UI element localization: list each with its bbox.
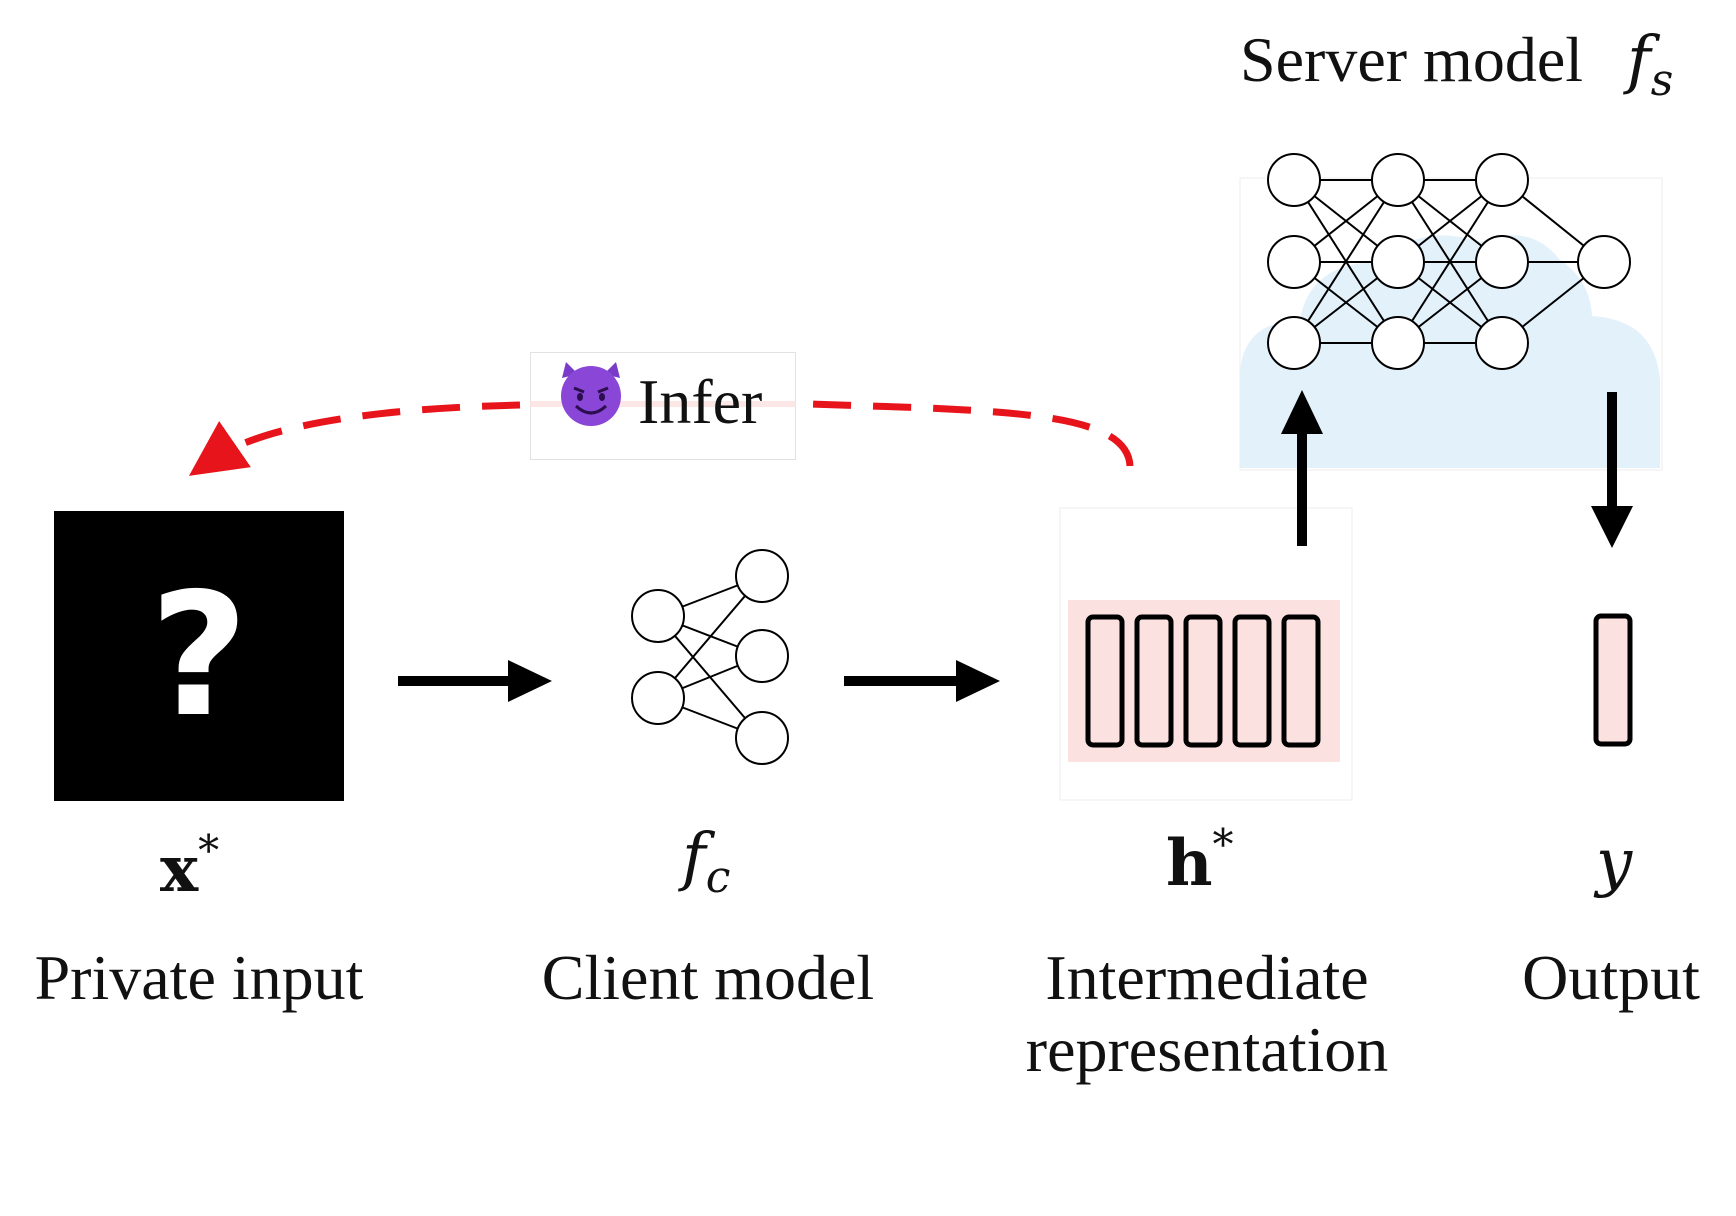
server-model-symbol: fs bbox=[1627, 23, 1674, 106]
arrow-up-icon bbox=[1281, 390, 1323, 546]
question-mark-icon: ? bbox=[149, 557, 249, 755]
server-network-icon bbox=[1267, 153, 1631, 370]
private-input-symbol: x* bbox=[160, 826, 220, 907]
infer-emoji-layer bbox=[530, 362, 796, 426]
private-input-label: Private input bbox=[34, 942, 364, 1013]
output-vector bbox=[1593, 613, 1633, 747]
intermediate-symbol: h* bbox=[1166, 820, 1234, 901]
arrow-down-icon bbox=[1591, 392, 1633, 548]
intermediate-label: Intermediate representation bbox=[1010, 942, 1404, 1085]
private-input-image bbox=[54, 511, 344, 801]
client-model-symbol: fc bbox=[682, 820, 731, 903]
server-model-title: Server model fs bbox=[1240, 24, 1673, 105]
arrow-right-icon bbox=[844, 660, 1000, 702]
infer-label: Infer bbox=[638, 366, 763, 437]
intermediate-representation-vector bbox=[1059, 507, 1353, 801]
client-network-icon bbox=[631, 549, 789, 765]
output-label: Output bbox=[1522, 942, 1700, 1013]
client-model-label: Client model bbox=[541, 942, 875, 1013]
attack-arrow bbox=[212, 400, 1134, 466]
intermediate-label-line2: representation bbox=[1025, 1013, 1389, 1085]
arrow-right-icon bbox=[398, 660, 552, 702]
intermediate-label-line1: Intermediate bbox=[1045, 942, 1369, 1013]
server-model-label: Server model bbox=[1240, 24, 1583, 95]
output-symbol: y bbox=[1596, 826, 1633, 900]
